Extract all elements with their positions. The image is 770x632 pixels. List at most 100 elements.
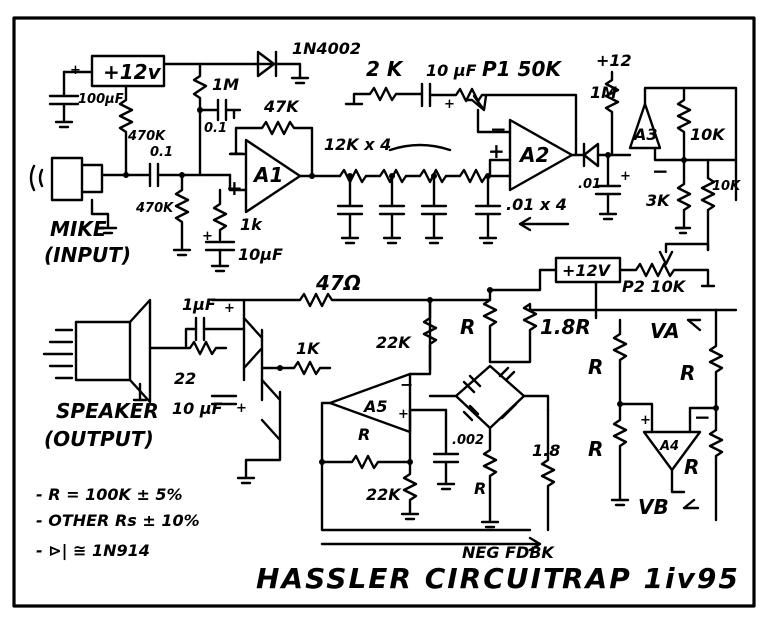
svg-text:R: R	[680, 361, 695, 385]
svg-text:470K: 470K	[127, 129, 166, 144]
r-1m-a-icon	[192, 62, 208, 112]
svg-text:−: −	[652, 159, 669, 183]
r-10k-a-icon	[643, 86, 692, 162]
r-22k-a-icon	[422, 298, 438, 372]
top-supply: +12v 1N4002 + 100μF	[48, 39, 361, 129]
svg-text:47K: 47K	[263, 97, 300, 116]
r-R-bridge-icon	[482, 288, 498, 364]
notes-block: - R = 100K ± 5% - OTHER Rs ± 10% - ⊳| ≅ …	[36, 485, 200, 561]
note-2: - OTHER Rs ± 10%	[36, 511, 200, 530]
r-R6-icon	[708, 308, 724, 410]
vb-label: VB	[638, 495, 669, 519]
cap-0-1-icon-b	[198, 98, 228, 122]
svg-text:0.1: 0.1	[204, 121, 227, 136]
svg-text:1.8R: 1.8R	[540, 315, 591, 339]
diode-bridge-icon	[454, 364, 526, 430]
svg-text:+: +	[224, 301, 235, 316]
svg-text:.01 x 4: .01 x 4	[506, 195, 567, 214]
svg-text:10μF: 10μF	[238, 245, 283, 264]
svg-text:A2: A2	[518, 143, 549, 167]
filter-ladder: 12K x 4 .01 x 4	[324, 135, 570, 245]
svg-text:1.8: 1.8	[532, 441, 560, 460]
svg-text:47Ω: 47Ω	[315, 271, 361, 295]
transistor-q1-icon	[242, 316, 264, 402]
r-470k-a-icon	[118, 84, 134, 177]
r-1k-a-icon	[212, 188, 228, 242]
svg-text:−: −	[400, 375, 413, 394]
svg-text:+: +	[398, 407, 409, 422]
pot-p1-icon	[428, 87, 578, 157]
svg-text:+: +	[70, 63, 81, 78]
svg-text:1M: 1M	[212, 75, 239, 94]
svg-text:22K: 22K	[376, 333, 412, 352]
r-10k-b-icon	[700, 176, 716, 252]
r-2k-icon	[352, 86, 424, 106]
svg-text:.01: .01	[578, 177, 601, 192]
svg-text:1K: 1K	[296, 339, 321, 358]
speaker-icon	[74, 320, 132, 382]
r-1-8-icon	[540, 408, 556, 532]
svg-text:1μF: 1μF	[182, 295, 216, 314]
svg-text:+: +	[444, 97, 455, 112]
svg-text:A3: A3	[632, 125, 658, 144]
svg-text:−: −	[694, 405, 711, 429]
svg-text:1k: 1k	[240, 215, 263, 234]
a2-stage: A2 + − 2 K 10 μF + P1 50K .01 + +12 1M	[344, 51, 632, 221]
svg-text:+: +	[202, 229, 213, 244]
svg-text:+: +	[236, 401, 247, 416]
svg-text:−: −	[490, 117, 507, 141]
a1-stage: A1 − + 47K 1k + 10μF	[202, 97, 342, 273]
note-1: - R = 100K ± 5%	[36, 485, 183, 504]
a4-stage: VA R R R A4 + − R VB	[588, 308, 724, 522]
transistor-q2-icon	[260, 378, 282, 450]
output-stage: SPEAKER (OUTPUT) 22 1μF + 10 μF + 47Ω 1K	[42, 271, 492, 485]
svg-text:10K: 10K	[690, 125, 726, 144]
r-470k-b-icon	[172, 173, 192, 257]
cap-01-ladder-3-icon	[420, 174, 448, 245]
opamp-a2-icon	[508, 118, 574, 192]
input-stage: MIKE (INPUT) 470K 0.1 470K 1M 0.1	[29, 62, 242, 267]
neg-fdbk-label: NEG FDBK	[462, 543, 555, 562]
bridge-network: R 1.8R R 1.8 NEG FDBK	[320, 287, 738, 562]
r-1-8R-icon	[488, 302, 738, 364]
r-R4-icon	[612, 318, 628, 406]
svg-text:+12V: +12V	[562, 261, 612, 280]
drawing-border	[12, 16, 756, 608]
svg-text:P1 50K: P1 50K	[482, 57, 562, 81]
opamp-a4-icon	[642, 430, 702, 472]
svg-text:12K x 4: 12K x 4	[324, 135, 391, 154]
svg-text:10K: 10K	[712, 179, 741, 194]
svg-text:+12: +12	[596, 51, 632, 70]
r-47ohm-icon	[242, 292, 492, 308]
svg-text:0.1: 0.1	[150, 145, 173, 160]
r-12k-x4-icon	[338, 168, 512, 184]
a3-stage: A3 10K − 3K 10K	[628, 86, 741, 252]
svg-text:22K: 22K	[366, 485, 402, 504]
r-47k-icon	[234, 120, 314, 178]
r-R1-icon	[320, 401, 412, 470]
input-label: (INPUT)	[44, 243, 131, 267]
svg-text:2 K: 2 K	[366, 57, 404, 81]
svg-text:+: +	[640, 413, 651, 428]
microphone-icon	[50, 156, 84, 202]
svg-text:A4: A4	[659, 439, 679, 454]
svg-text:R: R	[588, 355, 603, 379]
svg-text:+: +	[226, 176, 243, 200]
svg-text:+: +	[620, 169, 631, 184]
signature: RAP 1iv95	[562, 562, 740, 595]
svg-text:10 μF: 10 μF	[172, 399, 223, 418]
svg-text:1M: 1M	[590, 83, 617, 102]
cap-01c-icon	[594, 153, 622, 221]
va-label: VA	[650, 319, 680, 343]
svg-text:R: R	[358, 425, 370, 444]
svg-text:A1: A1	[252, 163, 283, 187]
opamp-a3-icon	[628, 102, 662, 150]
cap-10uf-c-icon	[210, 394, 238, 406]
r-R7-icon	[708, 406, 724, 522]
svg-text:10 μF: 10 μF	[426, 61, 477, 80]
svg-text:R: R	[474, 479, 486, 498]
svg-text:22: 22	[174, 369, 196, 388]
opamp-a5-icon	[328, 372, 412, 434]
